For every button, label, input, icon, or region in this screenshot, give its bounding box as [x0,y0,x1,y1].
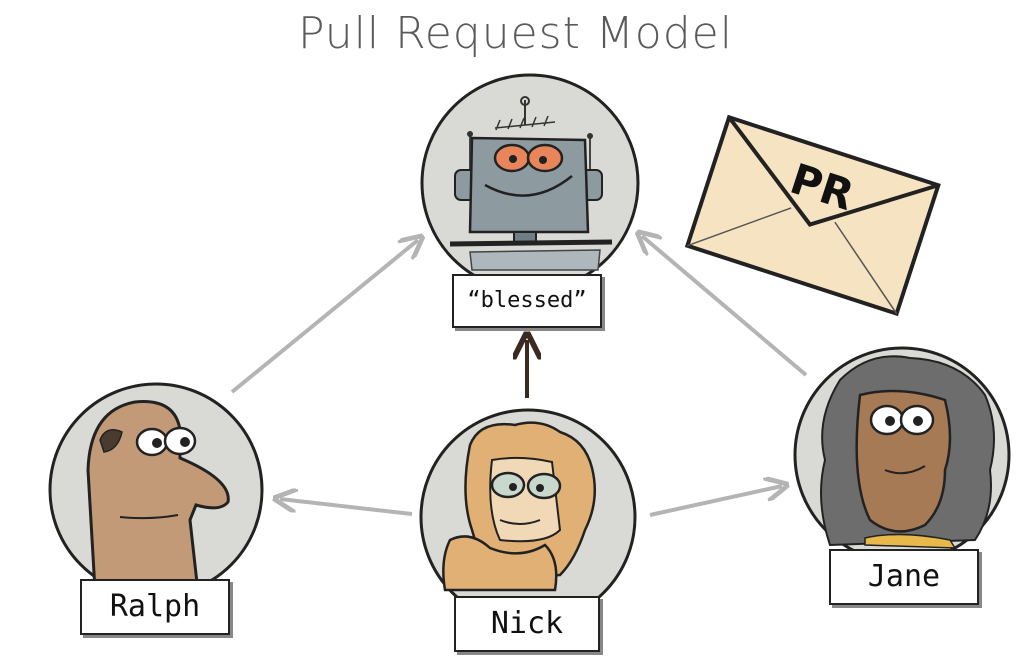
diagram-title: Pull Request Model [298,8,733,59]
jane-label: Jane [829,549,979,605]
arrow-jane-to-blessed [642,236,808,377]
jane-node [793,346,1011,564]
blessed-node [420,73,640,293]
arrow-ralph-to-blessed [230,240,418,394]
jane-avatar [820,355,995,549]
nick-node [419,408,637,626]
arrow-nick-to-jane [649,486,782,517]
ralph-avatar [86,400,230,594]
pr-envelope-icon: PR [684,114,941,317]
ralph-node [48,382,264,598]
blessed-label: “blessed” [452,274,602,328]
robot-avatar [449,96,613,271]
ralph-label: Ralph [80,579,230,635]
nick-label: Nick [454,596,600,652]
nick-avatar [442,421,597,592]
arrow-nick-to-ralph [280,499,413,516]
